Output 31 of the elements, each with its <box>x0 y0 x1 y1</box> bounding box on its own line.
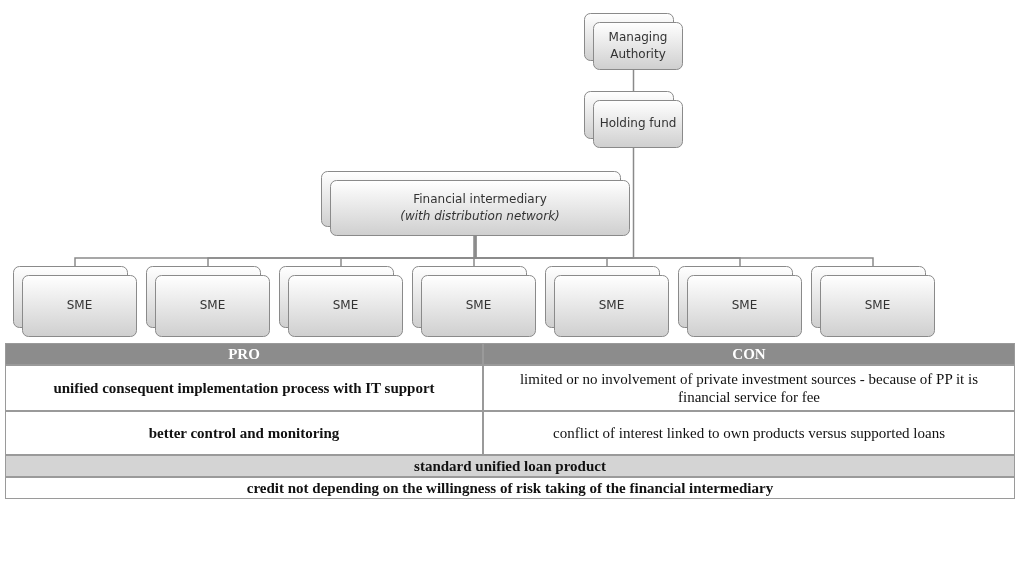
node-label: Financial intermediary <box>413 190 547 208</box>
fund-box <box>584 91 683 148</box>
sme-box <box>412 266 536 337</box>
connector-line <box>632 69 635 92</box>
sme-box <box>279 266 403 337</box>
node-label: Holding fund <box>599 115 677 133</box>
sme-box <box>545 266 669 337</box>
sme-box <box>146 266 270 337</box>
header-cell: PRO <box>5 343 483 365</box>
connector-line <box>473 235 475 267</box>
sme-box <box>13 266 137 337</box>
table-cell: better control and monitoring <box>5 411 483 455</box>
table-cell: conflict of interest linked to own products versus supported loans <box>483 411 1015 455</box>
table-cell: credit not depending on the willingness of risk taking of the financial intermediary <box>5 477 1015 499</box>
intermediary-box <box>321 171 630 236</box>
authority-box <box>584 13 683 70</box>
node-label: SME <box>66 297 93 315</box>
table-cell: limited or no involvement of private investment sources - because of PP it is financial service for fee <box>483 365 1015 411</box>
node-label: Managing Authority <box>607 28 669 63</box>
node-label: SME <box>864 297 891 315</box>
sme-box <box>811 266 935 337</box>
sme-box <box>678 266 802 337</box>
node-label: SME <box>332 297 359 315</box>
header-cell: CON <box>483 343 1015 365</box>
node-label: SME <box>199 297 226 315</box>
node-subtitle: (with distribution network) <box>400 208 560 225</box>
table-cell: unified consequent implementation process with IT support <box>5 365 483 411</box>
table-cell: standard unified loan product <box>5 455 1015 477</box>
node-label: SME <box>731 297 758 315</box>
node-label: SME <box>465 297 492 315</box>
node-label: SME <box>598 297 625 315</box>
